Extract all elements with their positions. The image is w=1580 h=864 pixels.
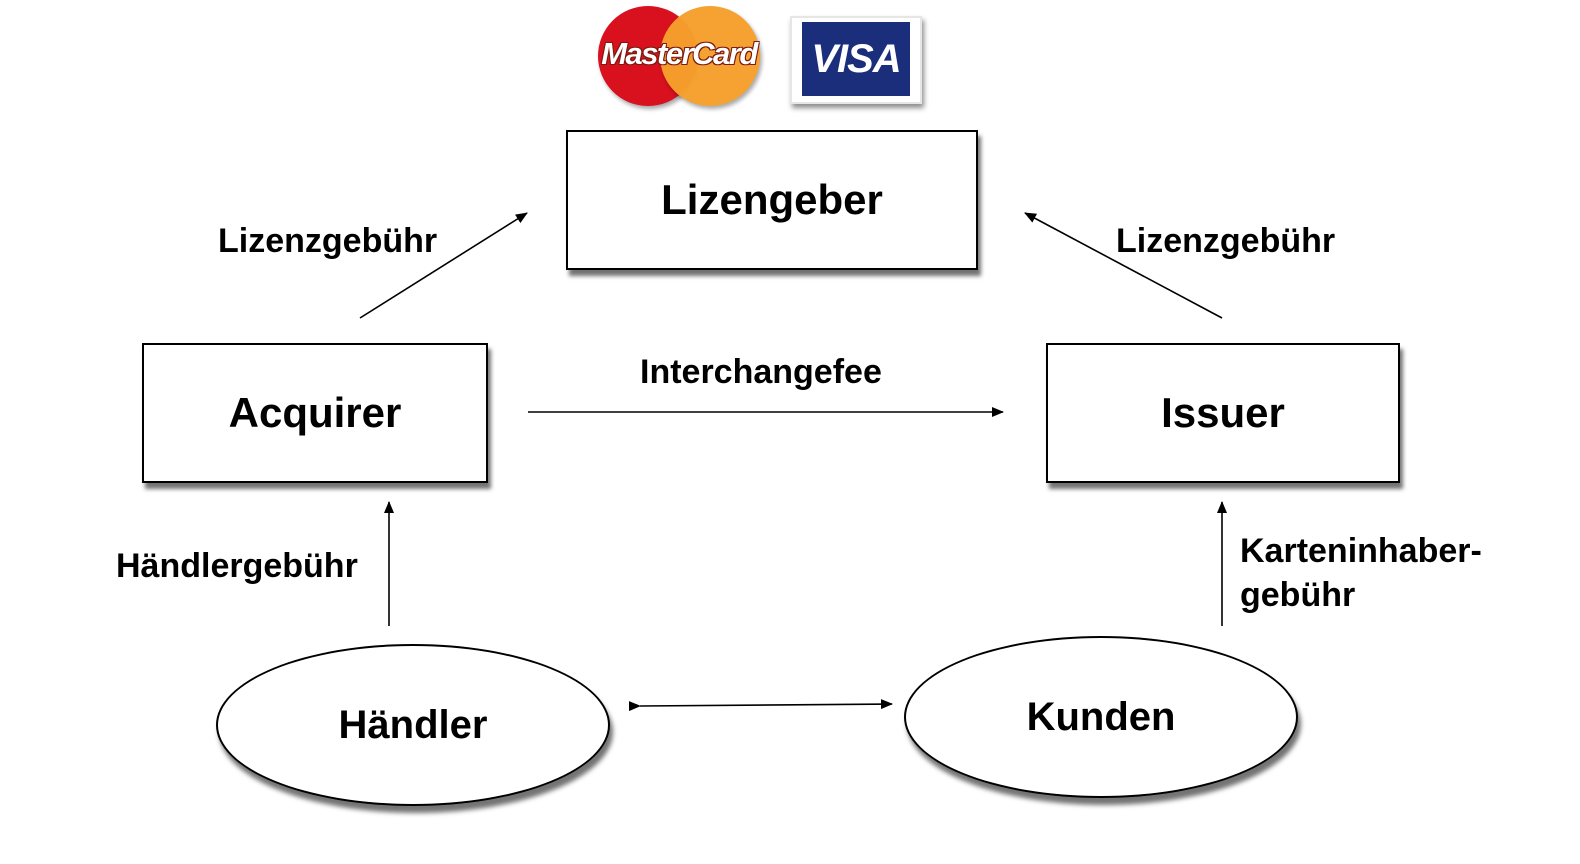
node-lizengeber: Lizengeber bbox=[566, 130, 978, 270]
mastercard-logo: MasterCard bbox=[598, 6, 760, 106]
node-acquirer-label: Acquirer bbox=[228, 389, 402, 436]
arrow-haendler-kunden bbox=[628, 699, 893, 712]
node-acquirer: Acquirer bbox=[142, 343, 488, 483]
edge-label-karteninhaber-line2: gebühr bbox=[1240, 576, 1356, 615]
visa-logo: VISA bbox=[790, 16, 922, 104]
edge-label-haendlergebuehr: Händlergebühr bbox=[116, 547, 358, 585]
edge-label-karteninhaber-line1: Karteninhaber- bbox=[1240, 532, 1482, 570]
edge-label-lizenzgebuehr-right: Lizenzgebühr bbox=[1116, 222, 1336, 260]
node-issuer-label: Issuer bbox=[1161, 389, 1285, 436]
node-haendler: Händler bbox=[216, 644, 610, 806]
visa-logo-panel: VISA bbox=[802, 22, 910, 96]
node-kunden: Kunden bbox=[904, 636, 1298, 798]
node-haendler-label: Händler bbox=[338, 702, 488, 747]
arrow-acquirer-to-lizengeber bbox=[359, 212, 528, 319]
edge-label-karteninhabergebuehr: Karteninhaber- gebühr bbox=[1240, 529, 1482, 617]
edge-label-lizenzgebuehr-left: Lizenzgebühr bbox=[218, 222, 438, 260]
edge-label-interchangefee: Interchangefee bbox=[640, 353, 882, 391]
mastercard-logo-text: MasterCard bbox=[601, 36, 758, 71]
node-issuer: Issuer bbox=[1046, 343, 1400, 483]
node-lizengeber-label: Lizengeber bbox=[661, 176, 883, 223]
arrow-issuer-to-lizengeber bbox=[1024, 212, 1223, 319]
visa-logo-text: VISA bbox=[811, 36, 901, 81]
node-kunden-label: Kunden bbox=[1026, 694, 1176, 739]
mastercard-orange-circle bbox=[660, 6, 760, 106]
